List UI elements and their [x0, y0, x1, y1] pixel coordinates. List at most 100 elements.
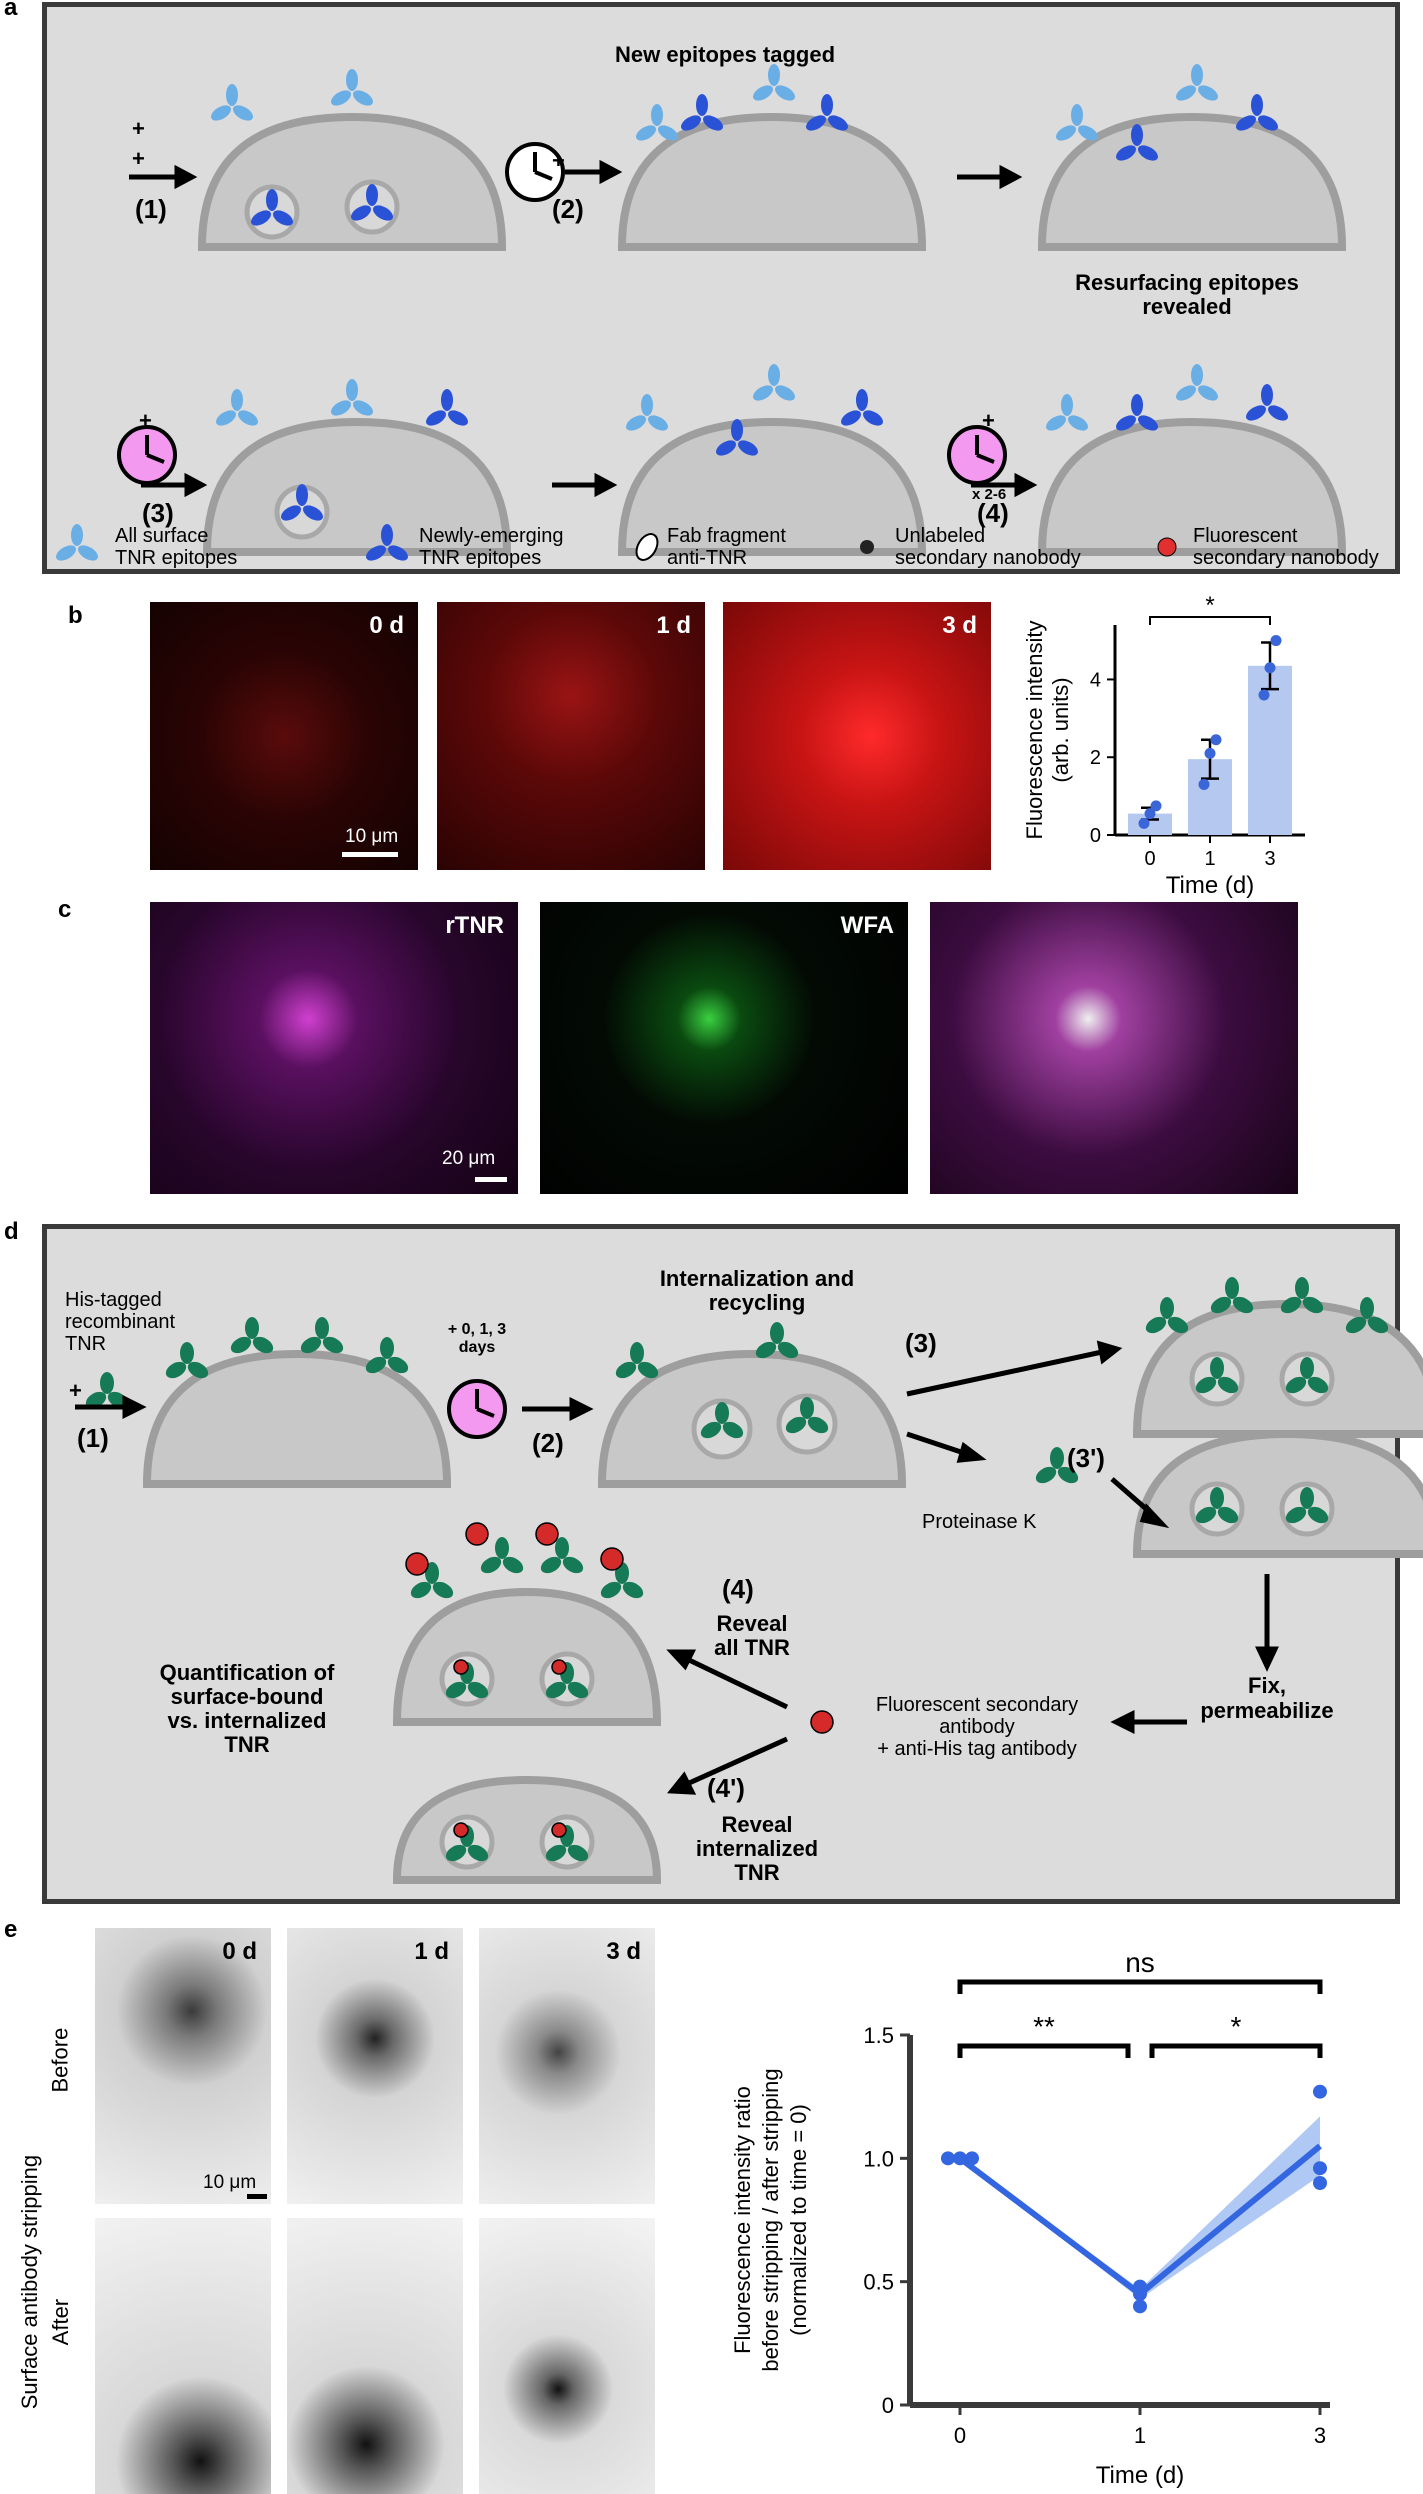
- image-b-label-1: 1 d: [656, 612, 691, 639]
- panel-letter-b: b: [68, 602, 83, 629]
- image-e-after-0d: [95, 2218, 271, 2494]
- row-after-label: After: [48, 2298, 74, 2346]
- step-4: (4): [977, 498, 1009, 528]
- plus-3: +: [552, 148, 565, 173]
- quant-line-1: Quantification of: [159, 1660, 335, 1685]
- image-b-label-2: 3 d: [942, 612, 977, 639]
- scale-e-label: 10 μm: [203, 2172, 257, 2193]
- panel-d-drawing: [75, 1277, 1423, 1884]
- quant-line-3: vs. internalized: [167, 1708, 327, 1733]
- data-point: [1313, 2084, 1327, 2099]
- x-tick-label: 1: [1134, 2423, 1146, 2448]
- significance-bracket: [957, 2043, 1131, 2058]
- scale-e-bar: [247, 2194, 267, 2199]
- reveal-int-2: internalized: [695, 1836, 819, 1861]
- reveal-int-1: Reveal: [721, 1812, 793, 1837]
- data-point: [965, 2151, 979, 2166]
- reveal-all-1: Reveal: [716, 1611, 788, 1636]
- data-point: [1198, 778, 1210, 790]
- plus-1: +: [132, 116, 145, 141]
- image-e-label-0: 0 d: [222, 1938, 257, 1965]
- significance-label: **: [1033, 2011, 1055, 2042]
- legend-1-l2: TNR epitopes: [115, 547, 238, 569]
- data-point: [1144, 808, 1156, 820]
- image-c-label-0: rTNR: [445, 912, 504, 939]
- internal-line-1: Internalization and: [659, 1266, 855, 1291]
- image-e-label-2: 3 d: [606, 1938, 641, 1965]
- significance-bracket: [1149, 616, 1271, 625]
- image-e-before-1d: 1 d: [287, 1928, 463, 2204]
- repeat-label: x 2-6: [972, 486, 1007, 503]
- legend-1-l1: All surface: [115, 525, 209, 547]
- panel-a-drawing: [53, 64, 1347, 564]
- scale-c-bar: [475, 1177, 507, 1182]
- legend-4-l1: Unlabeled: [895, 525, 986, 547]
- image-c-wfa: WFA: [540, 902, 908, 1194]
- y-tick-label: 0: [882, 2393, 894, 2418]
- legend-3-l1: Fab fragment: [667, 525, 786, 547]
- y-axis-label-2: (arb. units): [1048, 677, 1073, 782]
- cell-5: [617, 417, 927, 556]
- image-e-before-3d: 3 d: [479, 1928, 655, 2204]
- y-axis-label-3: (normalized to time = 0): [786, 2104, 811, 2336]
- quant-line-2: surface-bound: [170, 1684, 324, 1709]
- step-d-4: (4): [722, 1574, 754, 1604]
- cell-6: [1037, 417, 1347, 556]
- cell-1: [197, 112, 507, 251]
- mean-line: [958, 2143, 1322, 2298]
- plus-4: +: [139, 408, 152, 433]
- step-3: (3): [142, 498, 174, 528]
- reveal-int-3: TNR: [734, 1860, 780, 1885]
- x-tick-label: 1: [1204, 848, 1215, 870]
- stripping-side-label: Surface antibody stripping: [16, 2154, 42, 2410]
- step-d-3: (3): [905, 1328, 937, 1358]
- data-point: [1204, 747, 1216, 759]
- bar: [1128, 813, 1172, 835]
- x-tick-label: 3: [1314, 2423, 1326, 2448]
- y-axis-label-2: before stripping / after stripping: [758, 2068, 783, 2371]
- bar: [1248, 665, 1292, 835]
- image-e-after-3d: [479, 2218, 655, 2494]
- cell-3: [1037, 112, 1347, 251]
- step-2: (2): [552, 194, 584, 224]
- y-tick-label: 0.5: [863, 2270, 894, 2295]
- legend-5-l1: Fluorescent: [1193, 525, 1298, 547]
- step-d-3p: (3'): [1067, 1443, 1105, 1473]
- image-b-label-0: 0 d: [369, 612, 404, 639]
- y-tick-label: 0: [1090, 825, 1101, 847]
- reveal-all-2: all TNR: [714, 1635, 790, 1660]
- step-d-2: (2): [532, 1428, 564, 1458]
- y-tick-label: 1.5: [863, 2023, 894, 2048]
- panel-d-diagram: His-tagged recombinant TNR + (1) + 0, 1,…: [42, 1224, 1423, 1904]
- x-axis-label: Time (d): [1166, 872, 1254, 899]
- image-e-after-1d: [287, 2218, 463, 2494]
- his-line-1: His-tagged: [65, 1289, 162, 1311]
- plus-2: +: [132, 146, 145, 171]
- y-tick-label: 1.0: [863, 2146, 894, 2171]
- data-point: [1270, 635, 1282, 647]
- legend-4-l2: secondary nanobody: [895, 547, 1081, 569]
- significance-label: *: [1231, 2011, 1242, 2042]
- data-point: [1133, 2279, 1147, 2294]
- his-line-3: TNR: [65, 1333, 107, 1355]
- days-line-2: days: [458, 1339, 496, 1356]
- fix-line-1: Fix,: [1248, 1673, 1286, 1698]
- legend-5-l2: secondary nanobody: [1193, 547, 1379, 569]
- image-c-merge: [930, 902, 1298, 1194]
- proteinase-label: Proteinase K: [922, 1511, 1037, 1533]
- cell-2: [617, 112, 927, 251]
- confidence-band: [960, 2116, 1320, 2299]
- data-point: [1313, 2161, 1327, 2176]
- significance-bracket: [1149, 2043, 1323, 2058]
- y-axis-label-1: Fluorescence intensity: [1022, 621, 1047, 840]
- panel-letter-c: c: [58, 896, 72, 923]
- image-e-before-0d: 0 d 10 μm: [95, 1928, 271, 2204]
- image-c-label-1: WFA: [840, 912, 894, 939]
- scale-b-label: 10 μm: [345, 826, 399, 847]
- plus-5: +: [982, 408, 995, 433]
- panel-a-title-top: New epitopes tagged: [615, 42, 836, 67]
- image-c-rtnr: rTNR 20 μm: [150, 902, 518, 1194]
- data-point: [1264, 662, 1276, 674]
